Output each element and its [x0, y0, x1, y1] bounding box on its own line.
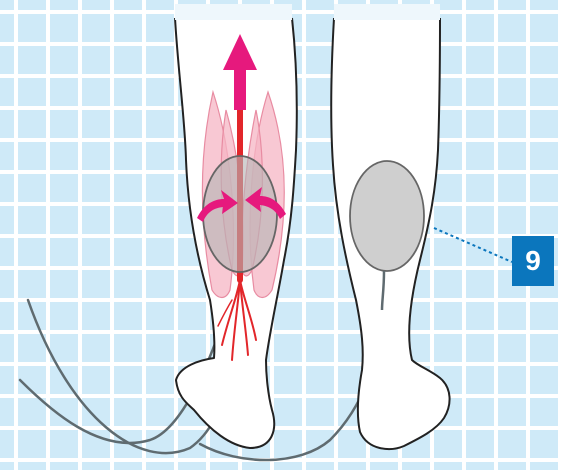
callout-number-badge: 9 — [512, 236, 554, 286]
left-leg-top-band — [175, 4, 292, 20]
right-leg-top-band — [334, 4, 440, 20]
compression-pad-right — [350, 161, 424, 271]
compression-pad-left — [203, 156, 277, 272]
callout-leader-line — [434, 228, 512, 262]
